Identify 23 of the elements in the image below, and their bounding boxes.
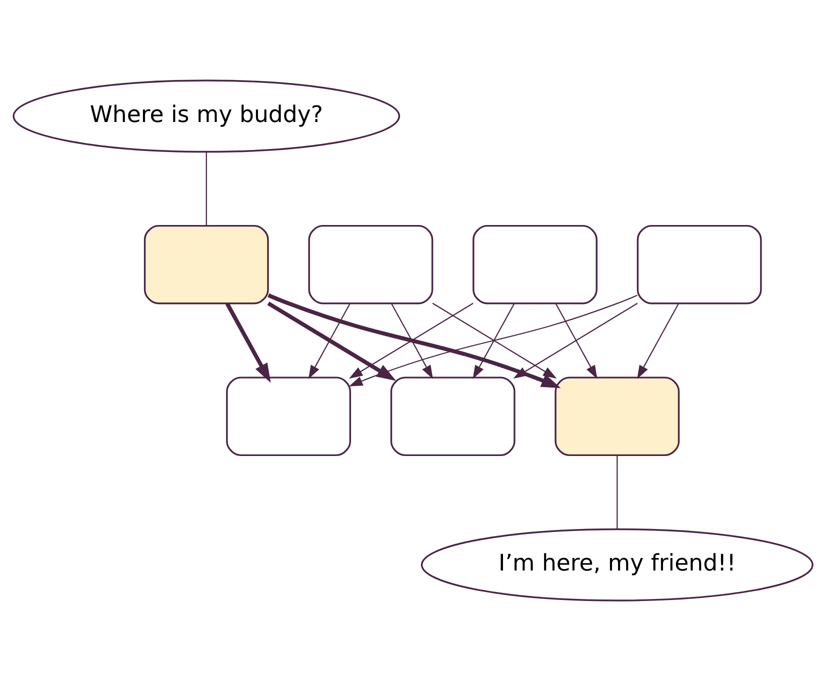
node-ellipse: Where is my buddy? bbox=[12, 79, 400, 152]
arrow bbox=[390, 302, 432, 379]
node-box bbox=[308, 224, 433, 304]
arrow bbox=[636, 302, 679, 379]
node-box bbox=[636, 224, 762, 304]
node-box bbox=[226, 376, 351, 456]
arrow bbox=[308, 302, 350, 379]
node-box bbox=[472, 224, 597, 304]
node-box bbox=[390, 376, 515, 456]
node-box bbox=[143, 224, 268, 304]
arrow bbox=[554, 302, 597, 379]
node-box bbox=[554, 376, 680, 456]
arrow bbox=[266, 301, 396, 380]
arrow bbox=[224, 302, 270, 382]
arrow bbox=[348, 294, 638, 386]
arrow bbox=[512, 302, 638, 378]
connector bbox=[616, 455, 618, 528]
arrow bbox=[432, 302, 556, 378]
arrow bbox=[472, 302, 514, 379]
arrow bbox=[348, 302, 473, 378]
node-ellipse: I’m here, my friend!! bbox=[420, 528, 813, 601]
arrow bbox=[267, 292, 560, 388]
connector bbox=[205, 151, 206, 225]
